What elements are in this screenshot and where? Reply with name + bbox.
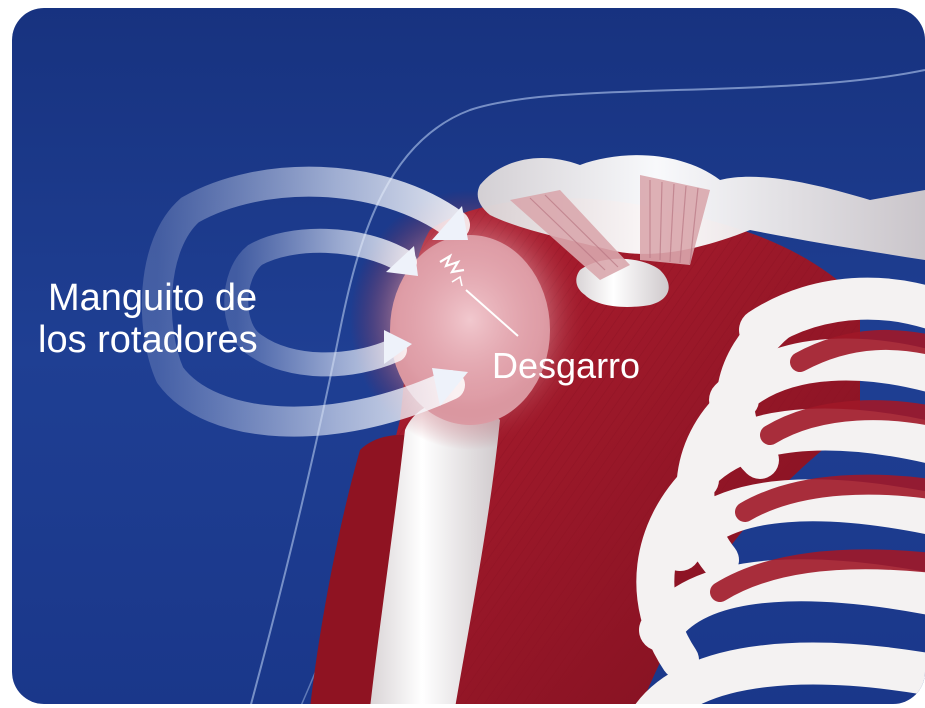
rotator-cuff-label-line2: los rotadores	[38, 319, 258, 361]
tear-label: Desgarro	[492, 345, 640, 386]
rotator-cuff-label-line1: Manguito de	[48, 277, 257, 319]
